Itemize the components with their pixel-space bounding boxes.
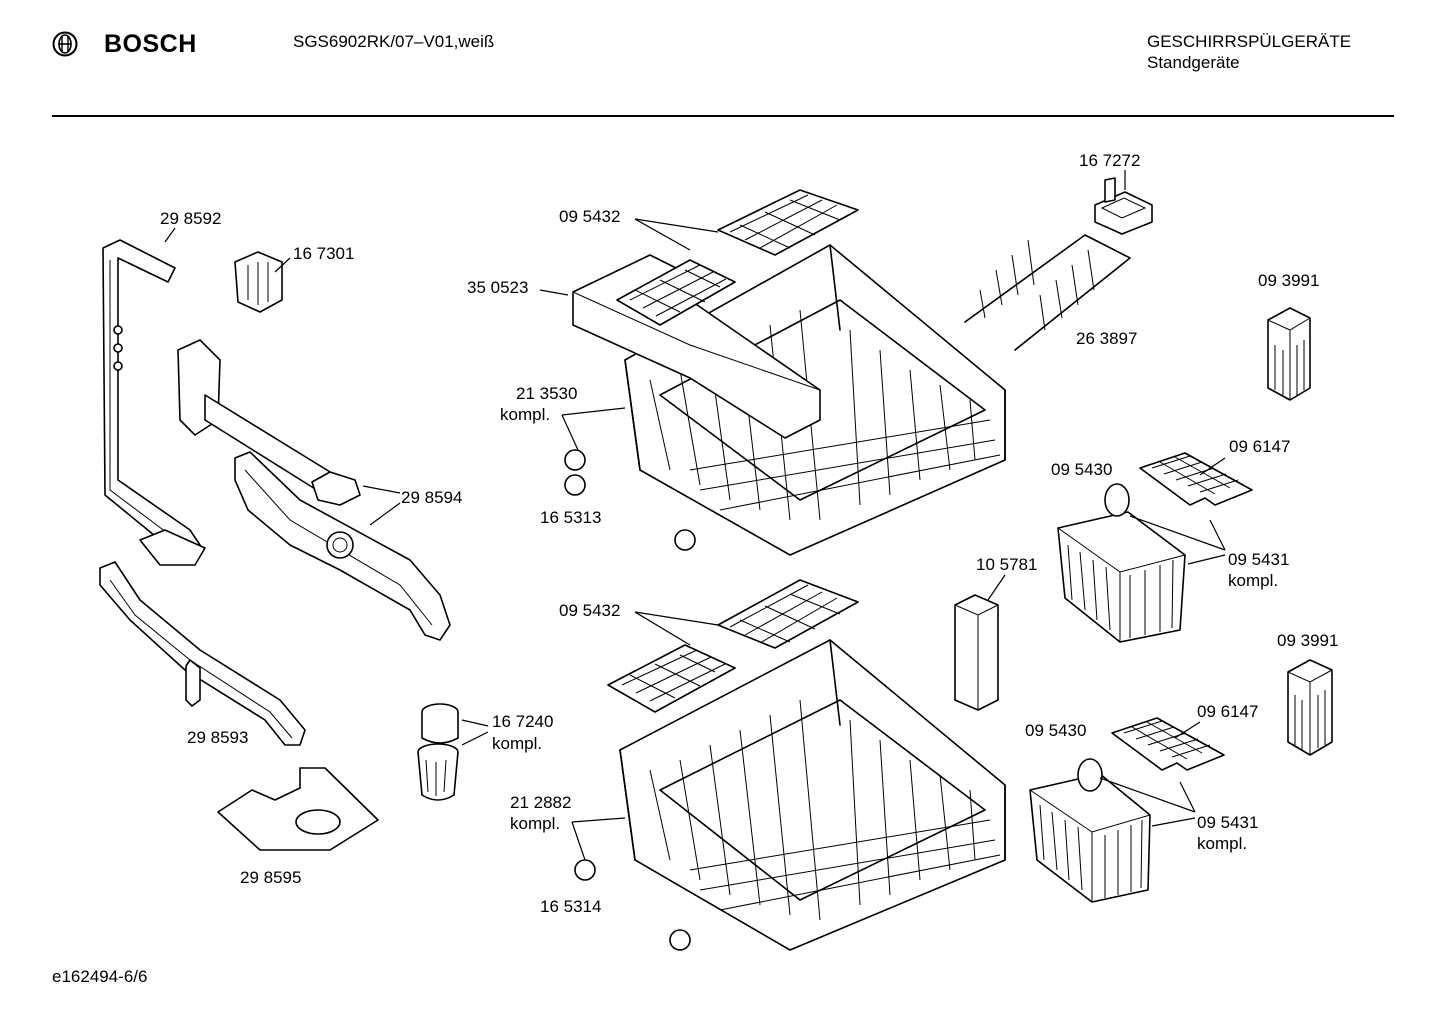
leader-096147-bottom: [1174, 721, 1201, 739]
leader-095431-top-c: [1209, 519, 1226, 551]
part-label-165314: 16 5314: [540, 897, 601, 916]
leader-213530-a: [561, 407, 626, 416]
part-label-298592: 29 8592: [160, 209, 221, 228]
part-label-350523: 35 0523: [467, 278, 528, 297]
leader-213530-b: [561, 414, 579, 451]
spray-supply-pipe: [102, 239, 206, 566]
leader-212882-b: [571, 821, 586, 861]
cutlery-insert-bottom: [1287, 659, 1333, 756]
leader-095432-bottom-a: [634, 611, 691, 646]
micro-filter: [417, 703, 459, 801]
upper-basket: [564, 189, 1006, 556]
basket-lid-bottom: [1111, 717, 1225, 771]
leader-095431-bottom-a: [1099, 777, 1196, 813]
part-label-213530: 21 3530: [516, 384, 577, 403]
subcategory-title: Standgeräte: [1147, 53, 1240, 72]
drawing-code: e162494-6/6: [52, 967, 148, 986]
lower-basket: [574, 579, 1006, 951]
header-divider: [52, 115, 1394, 117]
part-label-096147-bottom: 09 6147: [1197, 702, 1258, 721]
filter-cover-plate: [217, 767, 379, 851]
cutlery-insert-top: [1267, 307, 1311, 401]
leader-298594-a: [362, 485, 401, 494]
part-label-298595: 29 8595: [240, 868, 301, 887]
part-label-095432-bottom: 09 5432: [559, 601, 620, 620]
part-label-263897: 26 3897: [1076, 329, 1137, 348]
basket-lid-top: [1139, 452, 1253, 506]
part-label-093991-top: 09 3991: [1258, 271, 1319, 290]
part-label-095430-bottom: 09 5430: [1025, 721, 1086, 740]
model-number: SGS6902RK/07–V01,weiß: [293, 32, 495, 51]
part-label-167240: 16 7240: [492, 712, 553, 731]
clip-part: [234, 251, 283, 313]
part-label-096147-top: 09 6147: [1229, 437, 1290, 456]
part-label-298593: 29 8593: [187, 728, 248, 747]
leader-095432-top-b: [634, 218, 719, 233]
part-label-095431-top-kompl: kompl.: [1228, 571, 1278, 590]
part-label-167240-kompl: kompl.: [492, 734, 542, 753]
part-label-213530-kompl: kompl.: [500, 405, 550, 424]
part-label-167272: 16 7272: [1079, 151, 1140, 170]
holder-clip: [1094, 177, 1153, 235]
part-label-212882: 21 2882: [510, 793, 571, 812]
leader-350523: [539, 289, 569, 296]
cup-rack-insert: [964, 234, 1131, 351]
lower-spray-arm: [234, 451, 451, 641]
leader-096147-top: [1199, 457, 1226, 476]
leader-298592: [164, 227, 176, 243]
part-label-167301: 16 7301: [293, 244, 354, 263]
part-label-095431-top: 09 5431: [1228, 550, 1289, 569]
part-label-212882-kompl: kompl.: [510, 814, 560, 833]
part-label-105781: 10 5781: [976, 555, 1037, 574]
leader-167240-b: [461, 731, 489, 746]
upper-spray-arm: [177, 339, 361, 506]
leader-095431-top-a: [1129, 515, 1226, 551]
cutlery-basket-top: [1057, 483, 1186, 643]
leader-212882-a: [571, 817, 626, 823]
leader-095432-bottom-b: [634, 611, 719, 626]
leader-167301: [274, 257, 291, 273]
leader-105781: [987, 574, 1006, 601]
part-label-095430-top: 09 5430: [1051, 460, 1112, 479]
leader-095431-top-b: [1187, 554, 1226, 565]
leader-095431-bottom-c: [1179, 781, 1196, 813]
leader-167240-a: [461, 719, 489, 727]
cutlery-basket-bottom: [1029, 758, 1151, 903]
leader-095431-bottom-b: [1151, 817, 1196, 827]
brand-name: BOSCH: [104, 30, 197, 58]
leader-095432-top-a: [634, 218, 691, 251]
part-label-095432-top: 09 5432: [559, 207, 620, 226]
part-label-165313: 16 5313: [540, 508, 601, 527]
middle-spray-arm: [99, 561, 306, 746]
category-title: GESCHIRRSPÜLGERÄTE: [1147, 32, 1352, 51]
part-label-095431-bottom: 09 5431: [1197, 813, 1258, 832]
part-label-093991-bottom: 09 3991: [1277, 631, 1338, 650]
leader-298594-b: [369, 502, 401, 526]
knife-holder: [954, 594, 999, 711]
bosch-logo-icon: [52, 31, 78, 57]
part-label-298594: 29 8594: [401, 488, 462, 507]
part-label-095431-bottom-kompl: kompl.: [1197, 834, 1247, 853]
